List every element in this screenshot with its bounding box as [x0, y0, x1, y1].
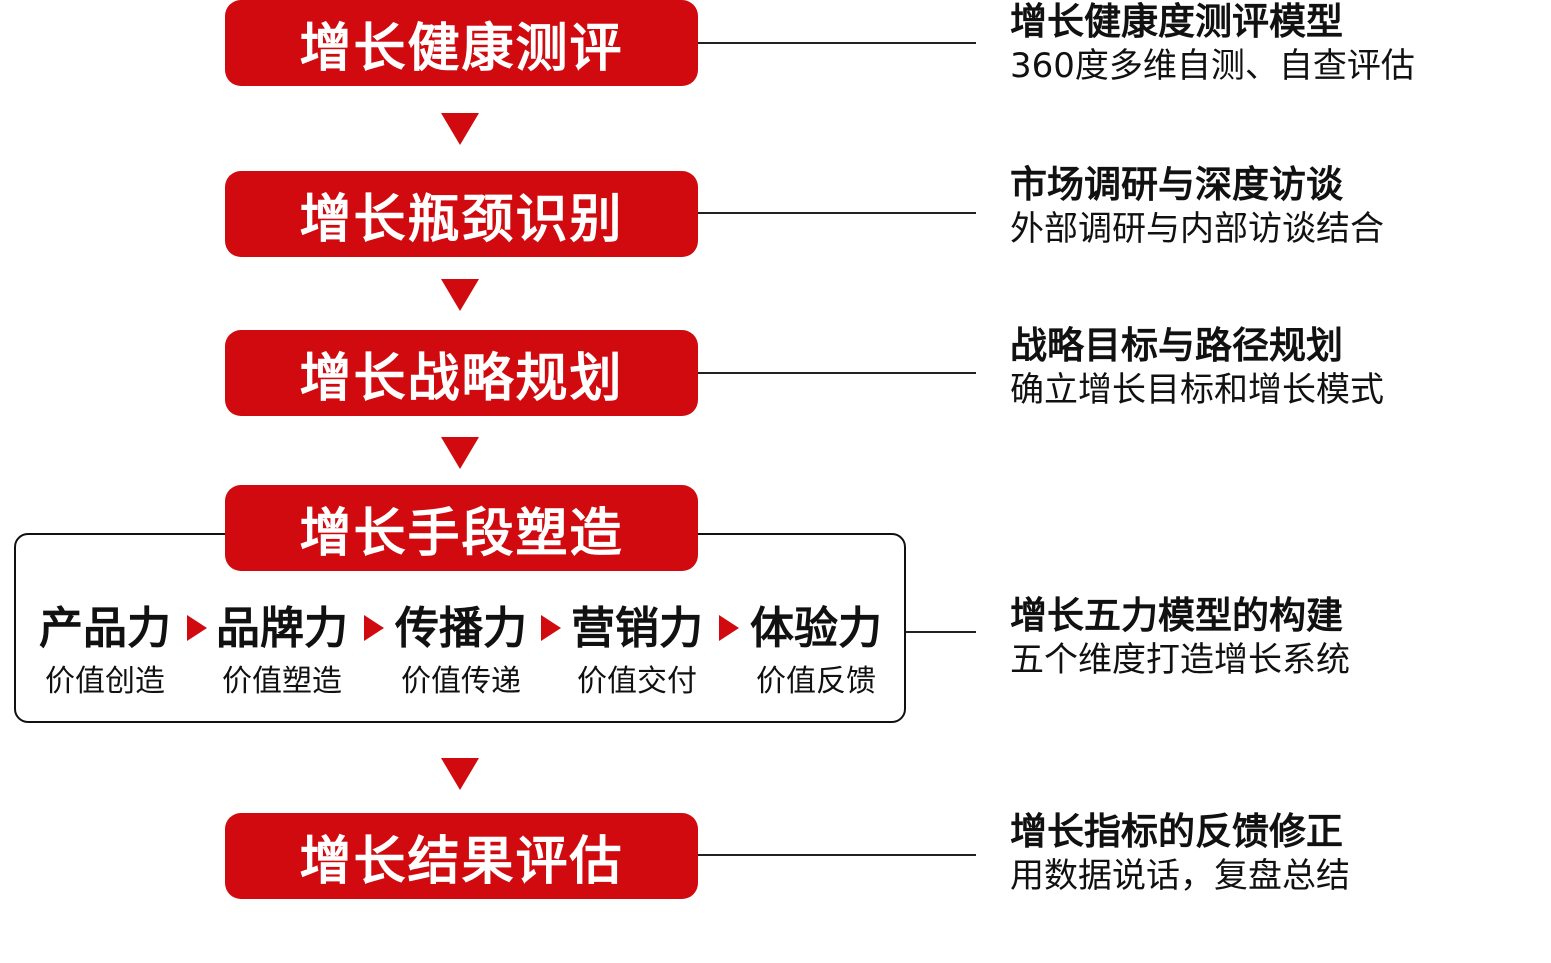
connector-line — [698, 212, 976, 214]
power-name: 体验力 — [750, 603, 882, 654]
desc-bottleneck-identification: 市场调研与深度访谈 外部调研与内部访谈结合 — [1010, 163, 1384, 251]
desc-title: 增长五力模型的构建 — [1010, 594, 1343, 637]
power-experience: 体验力 价值反馈 — [745, 604, 887, 702]
connector-line — [698, 42, 976, 44]
power-name: 传播力 — [395, 603, 527, 654]
right-arrow-icon — [187, 615, 207, 641]
right-arrow-icon — [364, 615, 384, 641]
desc-subtitle: 360度多维自测、自查评估 — [1010, 46, 1415, 86]
desc-subtitle: 用数据说话，复盘总结 — [1010, 856, 1350, 896]
power-name: 营销力 — [571, 603, 703, 654]
step-bottleneck-identification: 增长瓶颈识别 — [225, 171, 698, 257]
power-brand: 品牌力 价值塑造 — [211, 604, 353, 702]
power-name: 产品力 — [39, 603, 171, 654]
desc-strategy-planning: 战略目标与路径规划 确立增长目标和增长模式 — [1010, 324, 1384, 412]
power-value: 价值塑造 — [222, 664, 342, 699]
step-health-assessment: 增长健康测评 — [225, 0, 698, 86]
step-strategy-planning: 增长战略规划 — [225, 330, 698, 416]
desc-title: 市场调研与深度访谈 — [1010, 163, 1343, 206]
desc-subtitle: 外部调研与内部访谈结合 — [1010, 209, 1384, 249]
desc-title: 增长健康度测评模型 — [1010, 0, 1343, 43]
connector-line — [698, 854, 976, 856]
step-growth-means: 增长手段塑造 — [225, 485, 698, 571]
desc-subtitle: 五个维度打造增长系统 — [1010, 640, 1350, 680]
power-marketing: 营销力 价值交付 — [566, 604, 708, 702]
power-value: 价值交付 — [577, 664, 697, 699]
step-result-evaluation: 增长结果评估 — [225, 813, 698, 899]
power-value: 价值反馈 — [756, 664, 876, 699]
desc-title: 战略目标与路径规划 — [1010, 324, 1343, 367]
desc-result-evaluation: 增长指标的反馈修正 用数据说话，复盘总结 — [1010, 810, 1350, 898]
power-value: 价值创造 — [45, 664, 165, 699]
desc-health-assessment: 增长健康度测评模型 360度多维自测、自查评估 — [1010, 0, 1415, 88]
connector-line — [906, 631, 976, 633]
down-arrow-icon — [441, 437, 479, 469]
down-arrow-icon — [441, 113, 479, 145]
power-communication: 传播力 价值传递 — [390, 604, 532, 702]
desc-growth-means: 增长五力模型的构建 五个维度打造增长系统 — [1010, 594, 1350, 682]
connector-line — [698, 372, 976, 374]
desc-title: 增长指标的反馈修正 — [1010, 810, 1343, 853]
right-arrow-icon — [719, 615, 739, 641]
down-arrow-icon — [441, 758, 479, 790]
power-product: 产品力 价值创造 — [34, 604, 176, 702]
power-value: 价值传递 — [401, 664, 521, 699]
power-name: 品牌力 — [216, 603, 348, 654]
desc-subtitle: 确立增长目标和增长模式 — [1010, 370, 1384, 410]
right-arrow-icon — [541, 615, 561, 641]
down-arrow-icon — [441, 279, 479, 311]
